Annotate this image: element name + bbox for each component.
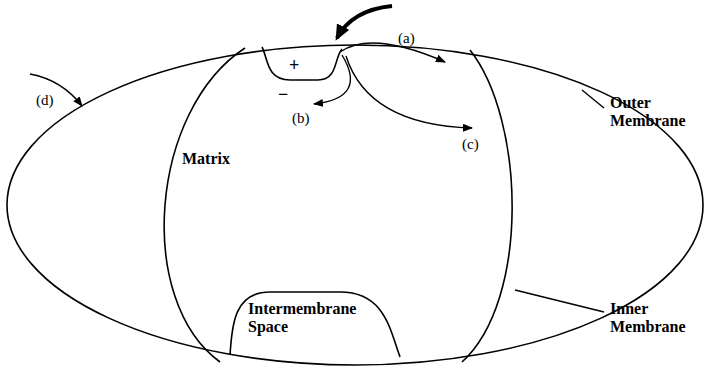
membranes	[7, 45, 703, 365]
arrow-c	[346, 56, 472, 128]
inner-membrane-left	[164, 48, 245, 362]
callout-letter: (b)	[292, 110, 310, 127]
input-arrow	[337, 6, 392, 38]
callout-letter: (c)	[462, 136, 479, 153]
outer-membrane	[7, 45, 703, 365]
leader-outer	[582, 90, 604, 108]
part-label: Outer Membrane	[610, 94, 700, 131]
region-label: Intermembrane Space	[248, 300, 368, 337]
callout-letter: (a)	[398, 30, 415, 47]
callout-letter: (d)	[36, 92, 54, 109]
part-label: Inner Membrane	[610, 300, 700, 337]
arrow-a	[340, 43, 445, 62]
arrow-b	[314, 55, 350, 104]
flow-arrows	[30, 6, 604, 312]
region-label: Matrix	[182, 150, 230, 168]
crista-bottom	[230, 292, 400, 357]
leader-inner	[515, 290, 604, 312]
charge-sign: −	[278, 84, 288, 105]
inner-membrane-right	[462, 50, 512, 362]
charge-sign: +	[289, 55, 299, 76]
crista-top	[262, 47, 342, 80]
